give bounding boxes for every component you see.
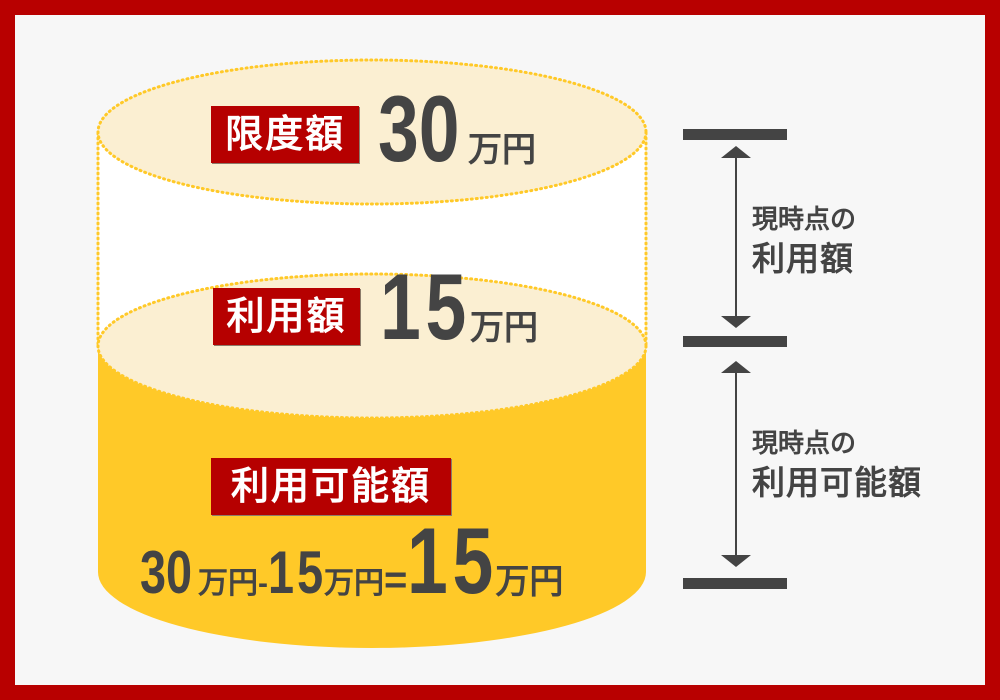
formula-result-unit: 万円 xyxy=(495,563,564,601)
formula-equals: = xyxy=(384,558,408,602)
formula-a-value: 30 xyxy=(140,539,193,606)
used-dimension-arrow xyxy=(721,146,751,328)
formula-b-unit: 万円 xyxy=(324,567,384,600)
used-ellipse xyxy=(96,272,648,420)
limit-value: 30 xyxy=(378,76,460,181)
formula-b-value: 15 xyxy=(268,539,327,606)
used-value: 15 xyxy=(380,254,471,359)
available-now-annotation: 現時点の 利用可能額 xyxy=(752,427,922,505)
arrow-up-icon xyxy=(721,361,751,373)
dimension-bar-bottom xyxy=(683,578,787,589)
dimension-bar-top xyxy=(683,129,787,140)
used-now-annotation: 現時点の 利用額 xyxy=(752,203,856,281)
formula-minus: - xyxy=(258,567,268,600)
arrow-up-icon xyxy=(721,146,751,158)
arrow-down-icon xyxy=(721,316,751,328)
limit-badge: 限度額 xyxy=(211,106,359,163)
available-now-line2: 利用可能額 xyxy=(752,463,922,502)
formula-a-unit: 万円 xyxy=(198,567,258,600)
used-now-line1: 現時点の xyxy=(752,205,857,235)
limit-ellipse xyxy=(96,58,648,206)
formula-result-value: 15 xyxy=(407,508,499,613)
used-amount: 15万円 xyxy=(380,254,538,359)
available-badge: 利用可能額 xyxy=(211,458,451,515)
used-unit: 万円 xyxy=(470,309,538,347)
dimension-bar-middle xyxy=(683,336,787,347)
available-now-line1: 現時点の xyxy=(752,429,857,459)
used-now-line2: 利用額 xyxy=(752,239,854,278)
available-dimension-arrow xyxy=(721,361,751,567)
used-badge: 利用額 xyxy=(213,288,360,345)
arrow-down-icon xyxy=(721,555,751,567)
limit-unit: 万円 xyxy=(468,131,536,169)
